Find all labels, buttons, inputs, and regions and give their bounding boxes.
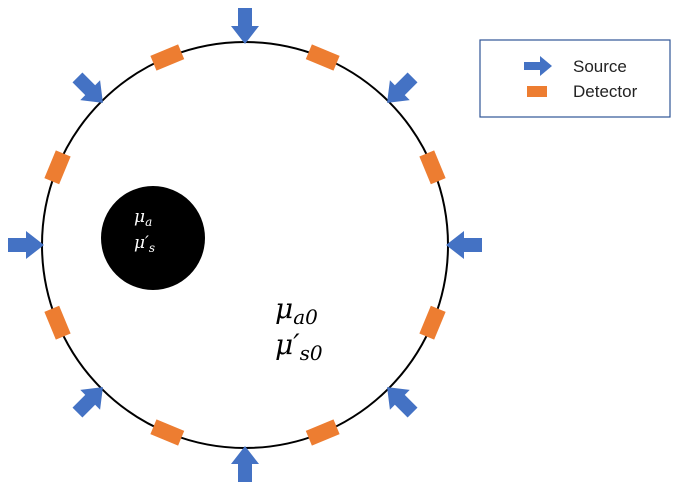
svg-text:μ′s0: μ′s0 <box>275 328 323 365</box>
legend-source-icon <box>524 56 552 76</box>
inclusion-mu-s: μ′s <box>134 233 155 255</box>
background-mu-a: μa0 <box>275 292 318 329</box>
detector-5 <box>150 419 185 446</box>
legend-detector-icon <box>527 86 547 97</box>
svg-text:μ′s: μ′s <box>134 233 155 255</box>
inclusion-mu-s-sub: s <box>149 241 155 255</box>
detector-4 <box>305 419 340 446</box>
detector-6 <box>44 305 71 340</box>
detector-8 <box>150 44 185 71</box>
legend: Source Detector <box>479 39 671 118</box>
background-mu-a-symbol: μ <box>275 292 293 325</box>
detectors-group <box>44 44 446 446</box>
detector-1 <box>305 44 340 71</box>
detector-3 <box>419 305 446 340</box>
source-arrow-5 <box>231 446 259 482</box>
inclusion-mu-a-symbol: μ <box>134 207 145 227</box>
legend-detector-label: Detector <box>573 82 638 101</box>
legend-source-label: Source <box>573 57 627 76</box>
legend-box <box>479 39 671 118</box>
sources-group <box>8 8 482 482</box>
background-mu-a-sub: a0 <box>293 305 318 329</box>
source-arrow-8 <box>72 72 103 103</box>
svg-text:μa: μa <box>134 207 152 229</box>
background-mu-s-symbol: μ′ <box>275 328 300 361</box>
source-arrow-6 <box>72 387 103 418</box>
inclusion <box>101 186 205 290</box>
detector-2 <box>419 150 446 185</box>
background-mu-s: μ′s0 <box>275 328 323 365</box>
source-arrow-4 <box>387 387 418 418</box>
source-arrow-1 <box>231 8 259 44</box>
background-mu-s-sub: s0 <box>300 341 323 365</box>
inclusion-mu-a-sub: a <box>145 215 152 229</box>
inclusion-mu-s-symbol: μ′ <box>134 233 149 253</box>
svg-text:μa0: μa0 <box>275 292 318 329</box>
inclusion-mu-a: μa <box>134 207 152 229</box>
source-arrow-7 <box>8 231 44 259</box>
detector-7 <box>44 150 71 185</box>
source-arrow-2 <box>387 72 418 103</box>
source-arrow-3 <box>446 231 482 259</box>
